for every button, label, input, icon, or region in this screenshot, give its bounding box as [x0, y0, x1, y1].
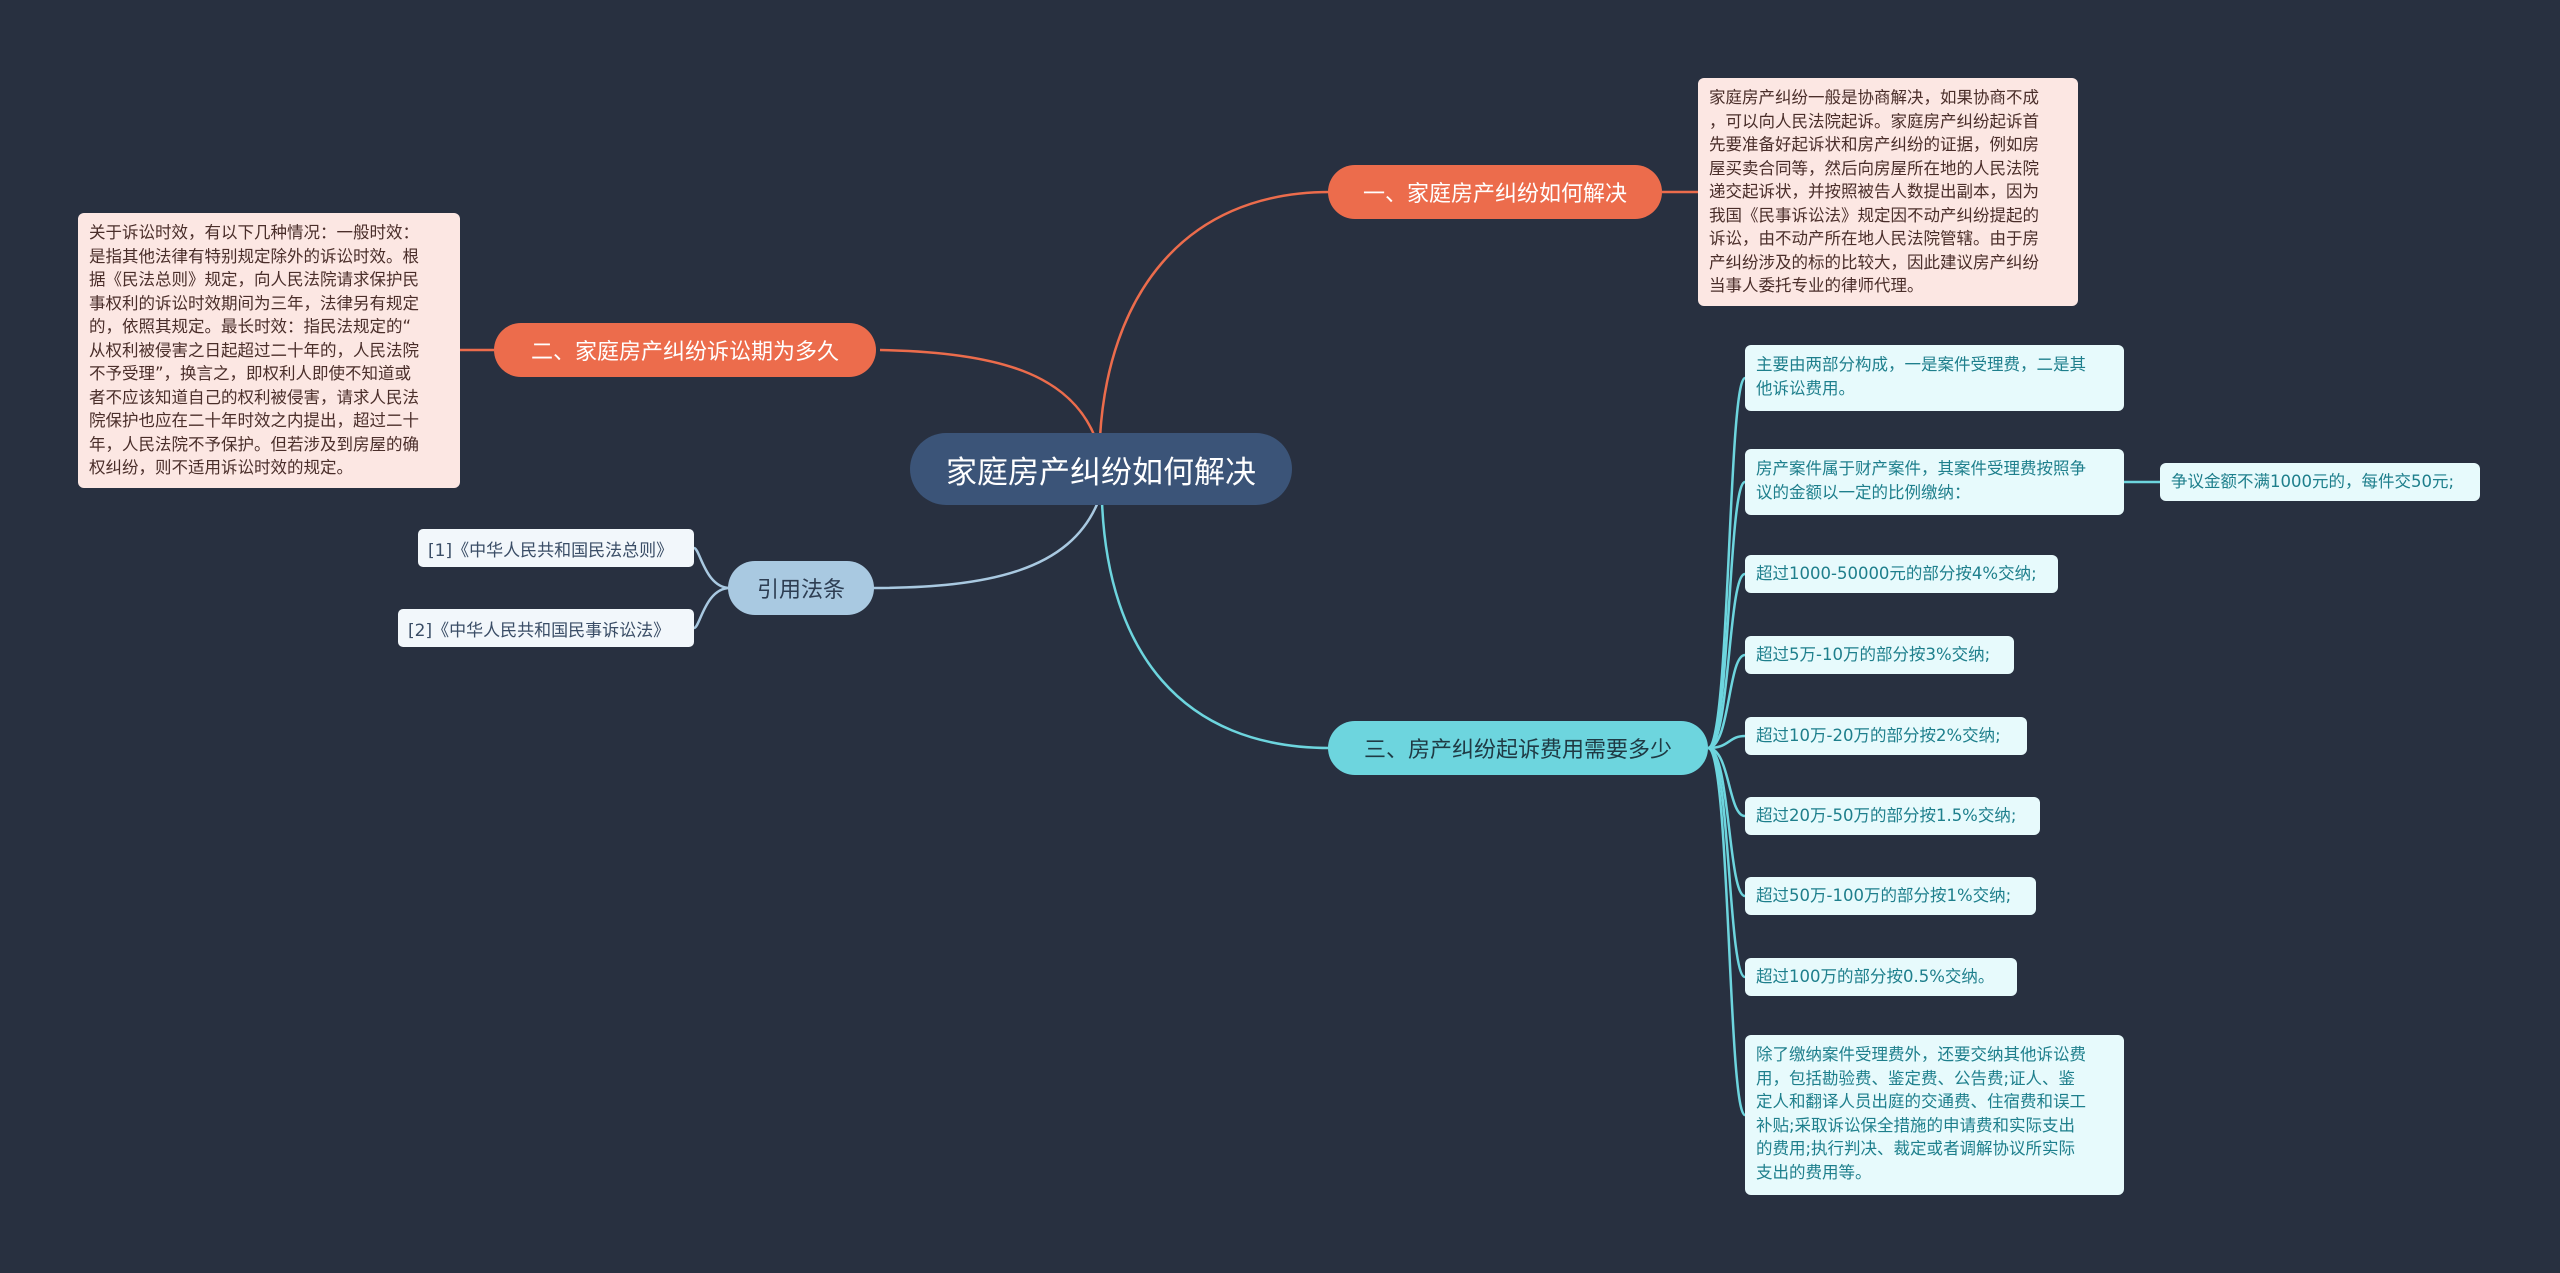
fee-sub-item[interactable]: 争议金额不满1000元的，每件交50元;	[2160, 463, 2480, 501]
branch-1-note[interactable]: 家庭房产纠纷一般是协商解决，如果协商不成 ，可以向人民法院起诉。家庭房产纠纷起诉…	[1698, 78, 2078, 306]
fee-item-7[interactable]: 超过50万-100万的部分按1%交纳;	[1745, 877, 2036, 915]
link-root-b3	[871, 501, 1100, 590]
branch-3-topic[interactable]: 引用法条	[728, 561, 874, 615]
branch-2-note[interactable]: 关于诉讼时效，有以下几种情况：一般时效： 是指其他法律有特别规定除外的诉讼时效。…	[78, 213, 460, 488]
fee-item-4[interactable]: 超过5万-10万的部分按3%交纳;	[1745, 636, 2014, 674]
link-b4-item2	[1707, 480, 1747, 750]
link-b3-ref2	[693, 586, 731, 630]
reference-item-1[interactable]: [1]《中华人民共和国民法总则》	[418, 529, 694, 567]
fee-item-6[interactable]: 超过20万-50万的部分按1.5%交纳;	[1745, 797, 2040, 835]
link-root-b4	[1100, 501, 1331, 750]
reference-item-2[interactable]: [2]《中华人民共和国民事诉讼法》	[398, 609, 694, 647]
fee-item-2[interactable]: 房产案件属于财产案件，其案件受理费按照争 议的金额以一定的比例缴纳：	[1745, 449, 2124, 515]
link-b3-ref1	[693, 546, 731, 590]
root-topic[interactable]: 家庭房产纠纷如何解决	[910, 433, 1292, 505]
link-b4-item4	[1707, 653, 1746, 750]
branch-4-topic[interactable]: 三、房产纠纷起诉费用需要多少	[1328, 721, 1708, 775]
link-b4-item6	[1707, 746, 1746, 818]
link-b4-item8	[1707, 746, 1747, 979]
link-b4-item3	[1707, 572, 1746, 750]
link-b4-item9	[1706, 746, 1747, 1117]
fee-item-9[interactable]: 除了缴纳案件受理费外，还要交纳其他诉讼费 用，包括勘验费、鉴定费、公告费;证人、…	[1745, 1035, 2124, 1195]
fee-item-1[interactable]: 主要由两部分构成，一是案件受理费，二是其 他诉讼费用。	[1745, 345, 2124, 411]
link-b4-item5	[1707, 734, 1746, 750]
link-root-b1	[1098, 190, 1331, 438]
link-b4-item1	[1706, 376, 1747, 750]
branch-1-topic[interactable]: 一、家庭房产纠纷如何解决	[1328, 165, 1662, 219]
fee-item-3[interactable]: 超过1000-50000元的部分按4%交纳;	[1745, 555, 2058, 593]
fee-item-5[interactable]: 超过10万-20万的部分按2%交纳;	[1745, 717, 2027, 755]
fee-item-8[interactable]: 超过100万的部分按0.5%交纳。	[1745, 958, 2017, 996]
link-root-b2	[879, 348, 1097, 438]
branch-2-topic[interactable]: 二、家庭房产纠纷诉讼期为多久	[494, 323, 876, 377]
